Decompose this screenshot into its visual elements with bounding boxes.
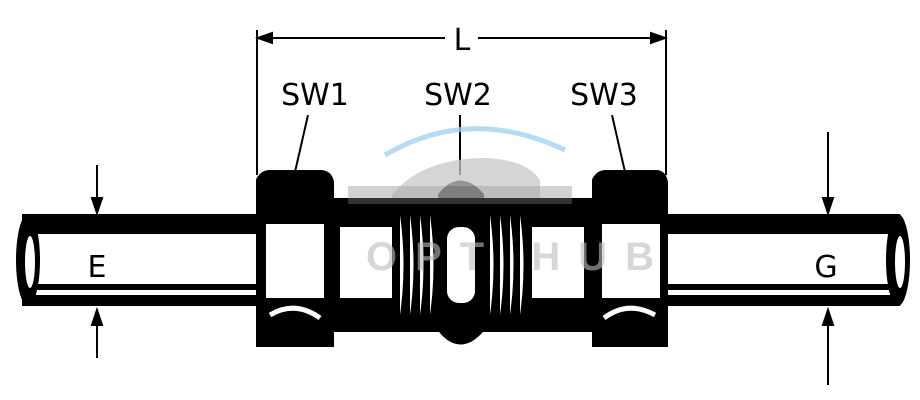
sw1-label: SW1 [281, 78, 349, 113]
diameter-e-arrows [90, 165, 104, 358]
thread-left [398, 204, 437, 326]
sw3-label: SW3 [570, 78, 638, 113]
diameter-g-arrows [821, 132, 835, 385]
fitting-body [328, 180, 598, 345]
length-label: L [454, 23, 471, 58]
thread-right [488, 204, 527, 326]
watermark-logo: OPT HUB [348, 126, 672, 279]
sw2-label: SW2 [424, 78, 492, 113]
tube-right [660, 214, 910, 306]
tube-left [16, 214, 262, 306]
watermark-text: OPT HUB [366, 235, 672, 279]
nut-sw3 [592, 170, 668, 347]
tube-e-label: E [88, 250, 107, 285]
nut-sw1 [256, 170, 334, 347]
tube-g-label: G [814, 250, 837, 285]
length-dimension [255, 30, 668, 175]
